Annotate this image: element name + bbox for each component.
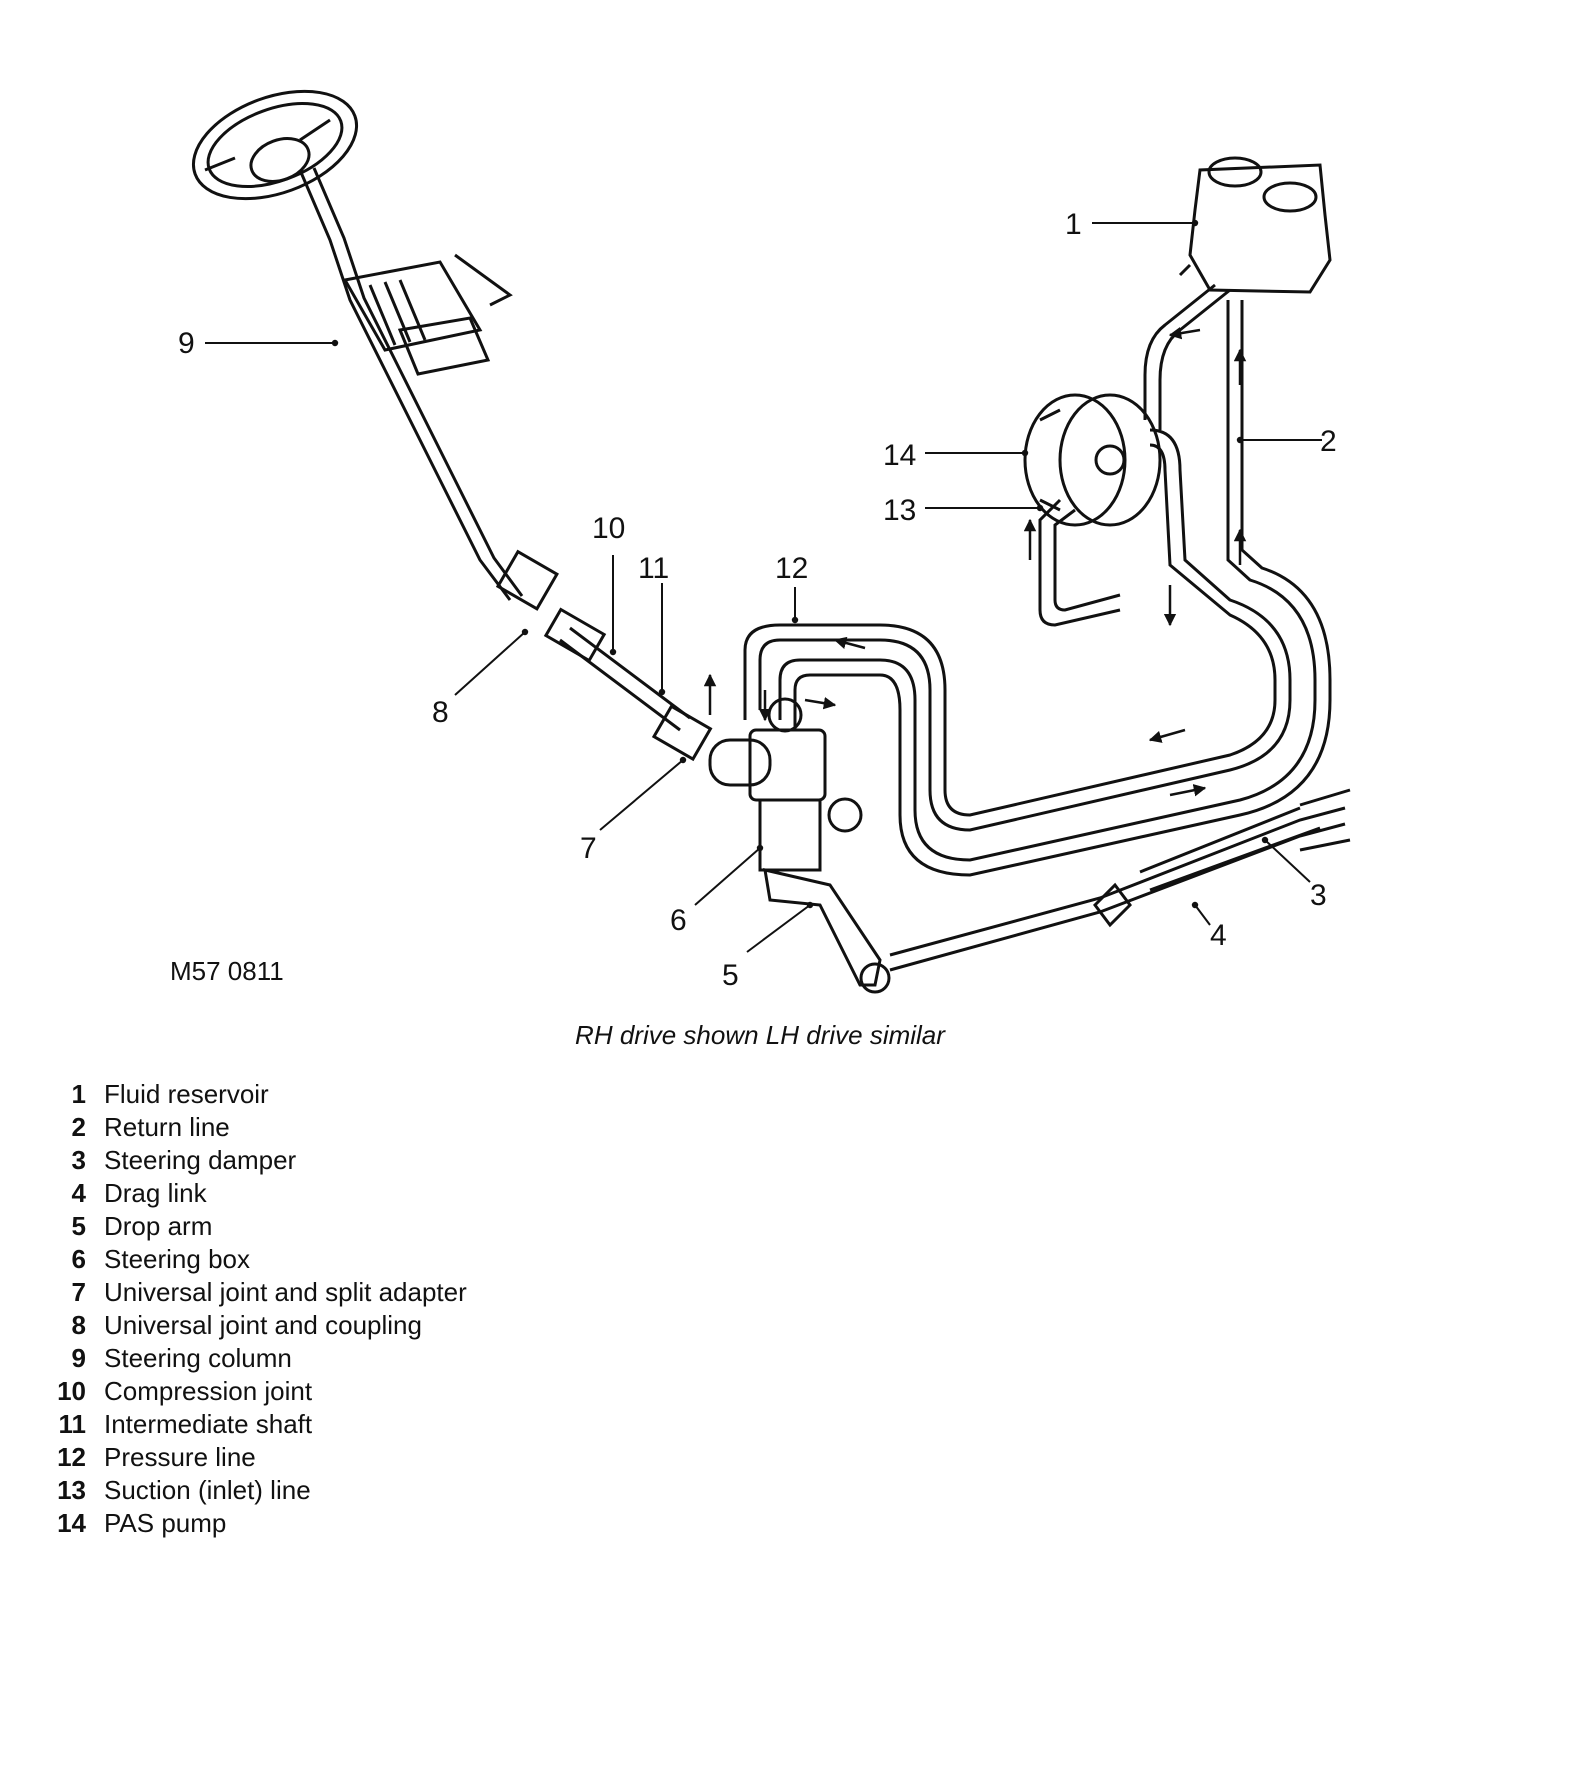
legend-number: 10 (57, 1376, 86, 1406)
callout-13: 13 (883, 494, 916, 527)
legend-item: 11 Intermediate shaft (48, 1408, 467, 1441)
figure-caption: RH drive shown LH drive similar (575, 1020, 945, 1050)
legend-label: Universal joint and split adapter (104, 1277, 467, 1307)
callout-12: 12 (775, 552, 808, 585)
legend-item: 9 Steering column (48, 1342, 467, 1375)
legend-label: Intermediate shaft (104, 1409, 313, 1439)
callout-7: 7 (580, 832, 597, 865)
legend-item: 4 Drag link (48, 1177, 467, 1210)
fluid-reservoir (1178, 156, 1332, 294)
legend-number: 12 (57, 1442, 86, 1472)
legend-number: 7 (71, 1277, 86, 1307)
suction-line (1038, 283, 1231, 627)
legend-item: 8 Universal joint and coupling (48, 1309, 467, 1342)
legend-item: 5 Drop arm (48, 1210, 467, 1243)
legend-number: 9 (71, 1343, 86, 1373)
legend-label: Universal joint and coupling (104, 1310, 422, 1340)
callout-6: 6 (670, 904, 687, 937)
legend-item: 12 Pressure line (48, 1441, 467, 1474)
legend-label: Suction (inlet) line (104, 1475, 311, 1505)
legend-item: 14 PAS pump (48, 1507, 467, 1540)
callout-8: 8 (432, 696, 449, 729)
legend-number: 8 (71, 1310, 86, 1340)
callout-14: 14 (883, 439, 916, 472)
legend-item: 3 Steering damper (48, 1144, 467, 1177)
legend-label: Pressure line (104, 1442, 256, 1472)
legend-number: 2 (71, 1112, 86, 1142)
legend-label: Steering box (104, 1244, 250, 1274)
legend-number: 5 (71, 1211, 86, 1241)
callout-3: 3 (1310, 879, 1327, 912)
legend-number: 11 (58, 1409, 87, 1439)
legend-label: PAS pump (104, 1508, 227, 1538)
legend-label: Steering column (104, 1343, 292, 1373)
legend-label: Compression joint (104, 1376, 313, 1406)
pressure-line (743, 428, 1292, 832)
legend-number: 3 (71, 1145, 86, 1175)
flow-arrows (703, 326, 1247, 797)
legend-item: 13 Suction (inlet) line (48, 1474, 467, 1507)
steering-box (708, 697, 882, 987)
legend-number: 6 (71, 1244, 86, 1274)
legend-item: 7 Universal joint and split adapter (48, 1276, 467, 1309)
steering-wheel (191, 89, 359, 201)
legend-label: Drop arm (104, 1211, 213, 1241)
drag-link (859, 788, 1351, 994)
callout-1: 1 (1065, 208, 1082, 241)
legend-number: 4 (71, 1178, 86, 1208)
callout-2: 2 (1320, 425, 1337, 458)
legend-number: 14 (57, 1508, 86, 1538)
leader-lines (205, 219, 1322, 953)
figure-code: M57 0811 (170, 956, 284, 986)
steering-column (298, 167, 524, 601)
return-line (778, 300, 1332, 877)
legend-label: Return line (104, 1112, 230, 1142)
legend-item: 1 Fluid reservoir (48, 1078, 467, 1111)
legend-label: Drag link (104, 1178, 207, 1208)
legend-label: Fluid reservoir (104, 1079, 269, 1109)
legend-number: 13 (57, 1475, 86, 1505)
legend-item: 10 Compression joint (48, 1375, 467, 1408)
callout-5: 5 (722, 959, 739, 992)
callout-9: 9 (178, 327, 195, 360)
callout-4: 4 (1210, 919, 1227, 952)
legend-number: 1 (71, 1079, 86, 1109)
legend-label: Steering damper (104, 1145, 297, 1175)
legend-item: 2 Return line (48, 1111, 467, 1144)
legend-item: 6 Steering box (48, 1243, 467, 1276)
callout-11: 11 (638, 552, 669, 585)
callout-10: 10 (592, 512, 625, 545)
intermediate-shaft (495, 549, 713, 762)
pas-pump (1023, 393, 1162, 527)
callout-labels: 1 2 3 4 5 6 7 8 9 10 11 12 13 14 (178, 208, 1337, 992)
